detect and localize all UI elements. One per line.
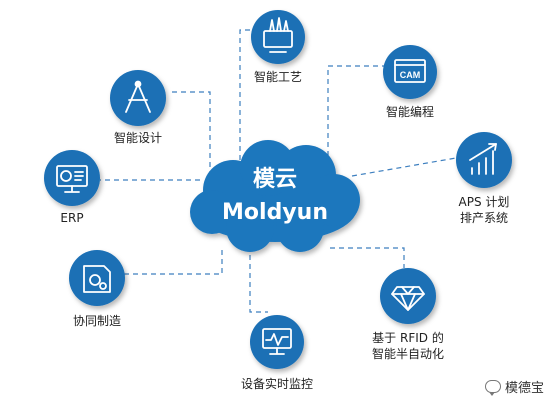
blueprint-pen-icon — [263, 17, 293, 53]
node-cam-label: 智能编程 — [385, 105, 434, 119]
watermark-text: 模德宝 — [504, 381, 544, 396]
bar-chart-up-icon — [469, 143, 497, 175]
gears-document-icon — [83, 265, 111, 293]
center-title-cn: 模云 — [252, 167, 297, 192]
connector-design — [168, 91, 211, 185]
node-erp-circle — [44, 150, 100, 206]
dashboard-monitor-icon — [56, 165, 88, 193]
node-erp-label: ERP — [60, 211, 84, 225]
node-aps-circle — [456, 132, 512, 188]
diamond-icon — [391, 286, 425, 311]
compass-design-icon — [125, 80, 151, 113]
node-rfid-label-line1: 基于 RFID 的 — [372, 331, 444, 345]
node-rfid-label-line2: 智能半自动化 — [371, 347, 444, 361]
connector-rfid — [330, 247, 405, 268]
connector-collab — [122, 250, 223, 275]
node-cam-circle — [383, 45, 437, 99]
node-aps-label-line1: APS 计划 — [458, 195, 510, 209]
center-cloud — [190, 140, 360, 252]
connector-cam — [327, 65, 385, 165]
cam-icon-text: CAM — [400, 70, 421, 80]
watermark: 模德宝 — [484, 377, 544, 396]
node-collab-circle — [69, 250, 125, 306]
node-collab-label: 协同制造 — [72, 314, 121, 328]
cam-window-icon — [394, 59, 426, 83]
node-monitor-label: 设备实时监控 — [240, 377, 313, 391]
connector-aps — [351, 157, 457, 177]
node-aps-label-line2: 排产系统 — [459, 211, 508, 225]
node-design-circle — [110, 70, 166, 126]
node-craft-label: 智能工艺 — [253, 70, 302, 84]
center-title-en: Moldyun — [222, 200, 328, 225]
connector-monitor — [249, 255, 268, 313]
node-craft-circle — [251, 10, 305, 64]
node-rfid-circle — [380, 268, 436, 324]
wechat-bubble-icon — [484, 380, 501, 396]
node-design-label: 智能设计 — [113, 131, 162, 145]
pulse-monitor-icon — [262, 328, 292, 355]
